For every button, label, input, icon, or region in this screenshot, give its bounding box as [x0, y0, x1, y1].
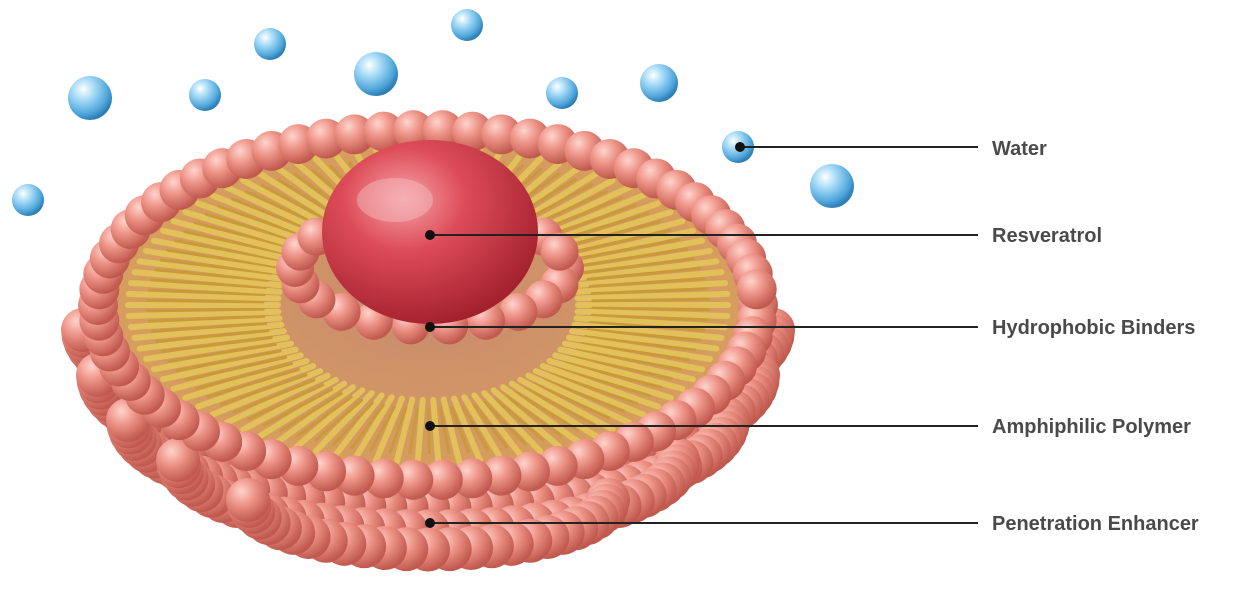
resveratrol-dot	[425, 230, 435, 240]
binder-bead	[541, 233, 579, 271]
water-droplet	[640, 64, 678, 102]
binder-bead	[499, 293, 537, 331]
water-droplet	[546, 77, 578, 109]
water-droplet	[451, 9, 483, 41]
polymer-tail	[429, 409, 430, 453]
water-droplet	[254, 28, 286, 60]
core-highlight	[357, 178, 433, 222]
water-droplet	[68, 76, 112, 120]
rim-bead	[737, 269, 777, 309]
label-water: Water	[992, 138, 1047, 160]
polymer-tail	[148, 301, 263, 302]
polymer-tail	[593, 308, 708, 309]
water-dot	[735, 142, 745, 152]
label-hydrophobic-binders: Hydrophobic Binders	[992, 317, 1195, 339]
polymer-tail	[593, 299, 708, 301]
penetration-enhancer-dot	[425, 518, 435, 528]
amphiphilic-polymer-dot	[425, 421, 435, 431]
water-droplet	[12, 184, 44, 216]
enhancer-bead	[226, 478, 270, 522]
nanoparticle	[61, 110, 795, 571]
label-resveratrol: Resveratrol	[992, 225, 1102, 247]
water-droplet	[810, 164, 854, 208]
water-droplet	[189, 79, 221, 111]
water-droplet	[354, 52, 398, 96]
label-penetration-enhancer: Penetration Enhancer	[992, 513, 1199, 535]
hydrophobic-binders-dot	[425, 322, 435, 332]
polymer-tail	[148, 309, 263, 311]
label-amphiphilic-polymer: Amphiphilic Polymer	[992, 416, 1191, 438]
